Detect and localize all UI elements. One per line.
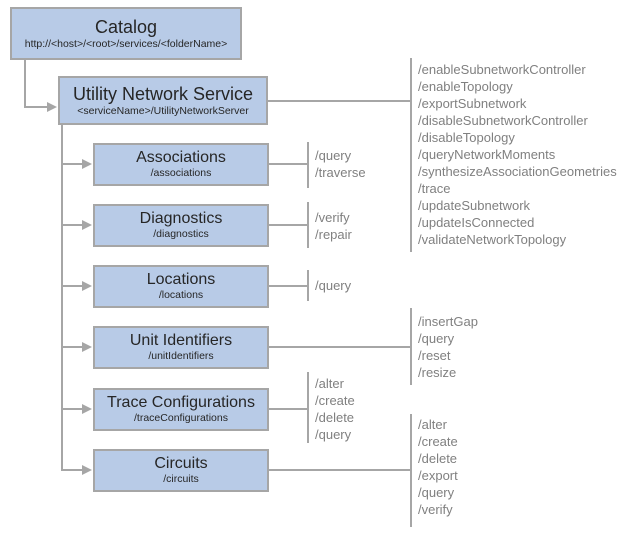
operation-label: /alter	[315, 376, 344, 391]
operation-label: /query	[315, 278, 352, 293]
operation-label: /verify	[418, 502, 453, 517]
catalog-node: Catalog http://<host>/<root>/services/<f…	[10, 7, 242, 60]
service-operations-list: /enableSubnetworkController /enableTopol…	[410, 58, 617, 252]
operation-label: /enableSubnetworkController	[418, 62, 586, 77]
associations-title: Associations	[136, 149, 226, 166]
operation-label: /updateIsConnected	[418, 215, 535, 230]
service-trunk-connector	[61, 123, 63, 471]
operation-label: /query	[315, 427, 352, 442]
operation-label: /exportSubnetwork	[418, 96, 527, 111]
operation-label: /synthesizeAssociationGeometries	[418, 164, 617, 179]
locations-ops-connector	[267, 285, 307, 287]
operation-label: /query	[315, 148, 352, 163]
catalog-url: http://<host>/<root>/services/<folderNam…	[24, 37, 228, 50]
arrowhead-icon	[82, 220, 92, 230]
circuits-title: Circuits	[154, 455, 208, 472]
service-path: <serviceName>/UtilityNetworkServer	[77, 104, 249, 117]
operation-label: /repair	[315, 227, 352, 242]
diagnostics-ops-connector	[267, 224, 307, 226]
trace-configurations-node: Trace Configurations /traceConfiguration…	[93, 388, 269, 431]
catalog-connector-horizontal	[24, 106, 48, 108]
associations-ops-connector	[267, 163, 307, 165]
circuits-ops-connector	[267, 469, 410, 471]
arrowhead-icon	[82, 281, 92, 291]
circuits-node: Circuits /circuits	[93, 449, 269, 492]
trace-configurations-ops-connector	[267, 408, 307, 410]
circuits-path: /circuits	[163, 473, 199, 485]
unit-identifiers-path: /unitIdentifiers	[148, 350, 214, 362]
unit-identifiers-node: Unit Identifiers /unitIdentifiers	[93, 326, 269, 369]
trace-configurations-path: /traceConfigurations	[134, 412, 228, 424]
operation-label: /resize	[418, 365, 457, 380]
unit-identifiers-title: Unit Identifiers	[129, 332, 233, 349]
arrowhead-icon	[47, 102, 57, 112]
operation-label: /alter	[418, 417, 447, 432]
branch-line-circuits	[61, 469, 83, 471]
diagnostics-node: Diagnostics /diagnostics	[93, 204, 269, 247]
associations-node: Associations /associations	[93, 143, 269, 186]
trace-configurations-operations-list: /alter /create /delete /query	[307, 372, 355, 443]
operation-label: /validateNetworkTopology	[418, 232, 567, 247]
operation-label: /enableTopology	[418, 79, 513, 94]
operation-label: /updateSubnetwork	[418, 198, 531, 213]
catalog-connector-vertical	[24, 59, 26, 108]
operation-label: /traverse	[315, 165, 366, 180]
operation-label: /reset	[418, 348, 451, 363]
associations-path: /associations	[150, 167, 212, 179]
operation-label: /disableTopology	[418, 130, 515, 145]
circuits-operations-list: /alter /create /delete /export /query /v…	[410, 414, 458, 527]
operation-label: /query	[418, 331, 455, 346]
diagnostics-title: Diagnostics	[139, 210, 223, 227]
diagnostics-operations-list: /verify /repair	[307, 202, 352, 248]
catalog-title: Catalog	[94, 16, 158, 37]
operation-label: /insertGap	[418, 314, 478, 329]
operation-label: /trace	[418, 181, 451, 196]
operation-label: /delete	[418, 451, 458, 466]
operation-label: /create	[418, 434, 458, 449]
associations-operations-list: /query /traverse	[307, 142, 366, 188]
operation-label: /export	[418, 468, 458, 483]
arrowhead-icon	[82, 465, 92, 475]
branch-line-associations	[61, 163, 83, 165]
branch-line-unit-identifiers	[61, 346, 83, 348]
locations-node: Locations /locations	[93, 265, 269, 308]
arrowhead-icon	[82, 404, 92, 414]
branch-line-trace-configurations	[61, 408, 83, 410]
operation-label: /query	[418, 485, 455, 500]
branch-line-diagnostics	[61, 224, 83, 226]
locations-path: /locations	[158, 289, 204, 301]
locations-operations-list: /query	[307, 270, 351, 301]
operation-label: /queryNetworkMoments	[418, 147, 556, 162]
operation-label: /delete	[315, 410, 355, 425]
arrowhead-icon	[82, 159, 92, 169]
diagnostics-path: /diagnostics	[153, 228, 209, 240]
utility-network-service-node: Utility Network Service <serviceName>/Ut…	[58, 76, 268, 125]
unit-identifiers-operations-list: /insertGap /query /reset /resize	[410, 308, 478, 385]
arrowhead-icon	[82, 342, 92, 352]
operation-label: /create	[315, 393, 355, 408]
service-title: Utility Network Service	[72, 83, 254, 104]
service-ops-connector	[266, 100, 410, 102]
operation-label: /verify	[315, 210, 350, 225]
trace-configurations-title: Trace Configurations	[107, 394, 255, 411]
operation-label: /disableSubnetworkController	[418, 113, 588, 128]
locations-title: Locations	[146, 271, 216, 288]
branch-line-locations	[61, 285, 83, 287]
unit-identifiers-ops-connector	[267, 346, 410, 348]
